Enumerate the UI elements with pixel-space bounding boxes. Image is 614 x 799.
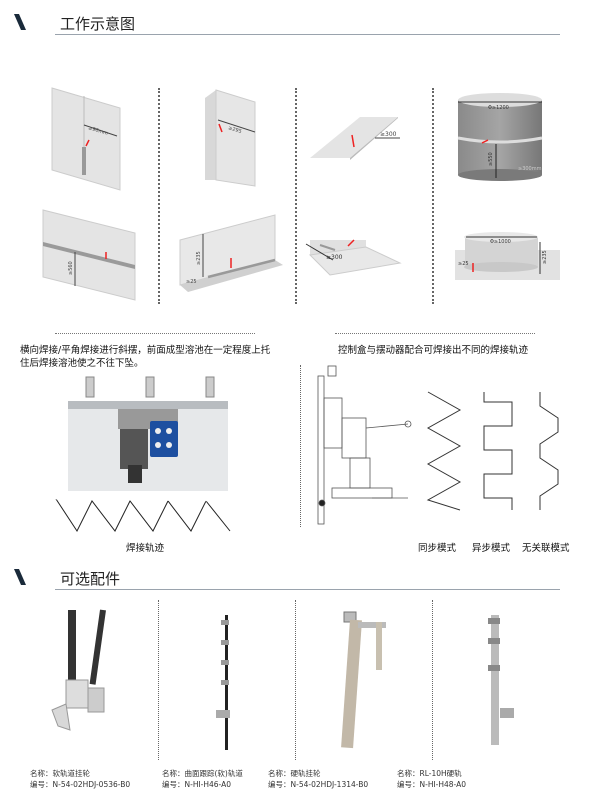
divider bbox=[432, 88, 434, 304]
diagram-flat-butt: ≥300 bbox=[310, 117, 400, 160]
svg-text:Φ≥1200: Φ≥1200 bbox=[488, 105, 509, 111]
svg-text:≥295: ≥295 bbox=[227, 125, 242, 135]
section-slash-icon bbox=[14, 14, 26, 30]
svg-text:≥235: ≥235 bbox=[542, 250, 548, 264]
divider bbox=[335, 333, 535, 334]
caption-oblique-weaving: 横向焊接/平角焊接进行斜摆，前面成型溶池在一定程度上托住后焊接溶池使之不往下坠。 bbox=[20, 345, 271, 369]
svg-text:≥300mm: ≥300mm bbox=[518, 166, 542, 172]
svg-text:≥560: ≥560 bbox=[68, 261, 74, 275]
divider bbox=[300, 365, 301, 527]
mode-label-sync: 同步模式 bbox=[418, 543, 457, 554]
section-title: 可选配件 bbox=[60, 570, 121, 588]
section-divider bbox=[55, 34, 560, 35]
mode-waveforms bbox=[426, 391, 559, 511]
diagram-horizontal-fillet: ≥235 ≥25 bbox=[179, 214, 283, 292]
svg-text:≥90mm: ≥90mm bbox=[87, 125, 108, 137]
part-code: 编号：N-54-02HDJ-1314-B0 bbox=[268, 780, 369, 789]
part-name: 名称：RL-10H硬轨 bbox=[397, 769, 462, 778]
mode-label-independent: 无关联模式 bbox=[522, 543, 570, 554]
caption-control-box: 控制盒与摆动器配合可焊接出不同的焊接轨迹 bbox=[338, 345, 529, 356]
part-caption: 名称：软轨道挂轮 编号：N-54-02HDJ-0536-B0 bbox=[30, 768, 130, 790]
part-name: 名称：硬轨挂轮 bbox=[268, 769, 321, 778]
part-hard-rail-hanger bbox=[341, 611, 386, 749]
divider bbox=[158, 600, 159, 760]
part-caption: 名称：硬轨挂轮 编号：N-54-02HDJ-1314-B0 bbox=[268, 768, 368, 790]
waveform-async bbox=[483, 392, 513, 510]
part-curved-soft-rail bbox=[216, 615, 230, 750]
diagram-cylinder-circumferential: Φ≥1200 ≥550 ≥300mm bbox=[457, 93, 543, 181]
accessory-images bbox=[51, 609, 514, 750]
part-rl10h-hard-rail bbox=[488, 615, 514, 745]
svg-text:≥550: ≥550 bbox=[488, 152, 494, 166]
part-caption: 名称：曲面跟踪(软)轨道 编号：N-HI-H46-A0 bbox=[162, 768, 243, 790]
divider bbox=[295, 88, 297, 304]
waveform-sync bbox=[426, 391, 462, 511]
diagram-horizontal-butt: ≥560 bbox=[42, 209, 136, 301]
part-caption: 名称：RL-10H硬轨 编号：N-HI-H48-A0 bbox=[397, 768, 466, 790]
section-header-work-diagram: 工作示意图 bbox=[0, 8, 560, 38]
diagram-flat-fillet: ≥300 bbox=[305, 239, 402, 276]
diagram-vertical-butt: ≥90mm bbox=[51, 87, 121, 191]
svg-text:≥25: ≥25 bbox=[186, 279, 197, 285]
svg-text:≥300: ≥300 bbox=[326, 254, 343, 261]
svg-text:≥25: ≥25 bbox=[458, 261, 469, 267]
divider bbox=[55, 333, 255, 334]
oscillator-photo bbox=[68, 373, 228, 493]
trajectory-zigzag bbox=[55, 498, 231, 533]
diagram-cylinder-fillet: Φ≥1000 ≥235 ≥25 bbox=[455, 232, 560, 280]
part-code: 编号：N-HI-H46-A0 bbox=[162, 780, 232, 789]
svg-text:≥300: ≥300 bbox=[380, 131, 397, 138]
section-title: 工作示意图 bbox=[60, 15, 136, 33]
svg-text:≥235: ≥235 bbox=[196, 251, 202, 265]
section-header-accessories: 可选配件 bbox=[0, 563, 560, 593]
oscillator-line-drawing bbox=[317, 365, 412, 525]
divider bbox=[432, 600, 433, 760]
section-divider bbox=[55, 589, 560, 590]
part-code: 编号：N-HI-H48-A0 bbox=[397, 780, 467, 789]
section-slash-icon bbox=[14, 569, 26, 585]
part-code: 编号：N-54-02HDJ-0536-B0 bbox=[30, 780, 131, 789]
mode-label-async: 异步模式 bbox=[472, 543, 511, 554]
waveform-independent bbox=[539, 392, 559, 510]
svg-text:Φ≥1000: Φ≥1000 bbox=[490, 239, 511, 245]
divider bbox=[158, 88, 160, 304]
part-name: 名称：曲面跟踪(软)轨道 bbox=[162, 769, 243, 778]
part-name: 名称：软轨道挂轮 bbox=[30, 769, 90, 778]
divider bbox=[295, 600, 296, 760]
trajectory-label: 焊接轨迹 bbox=[126, 543, 165, 554]
diagram-vertical-fillet: ≥295 bbox=[205, 89, 256, 187]
welding-diagrams: ≥90mm ≥295 ≥300 Φ≥1200 ≥550 ≥300mm ≥560 bbox=[42, 87, 560, 301]
part-soft-rail-hanger bbox=[51, 609, 106, 731]
